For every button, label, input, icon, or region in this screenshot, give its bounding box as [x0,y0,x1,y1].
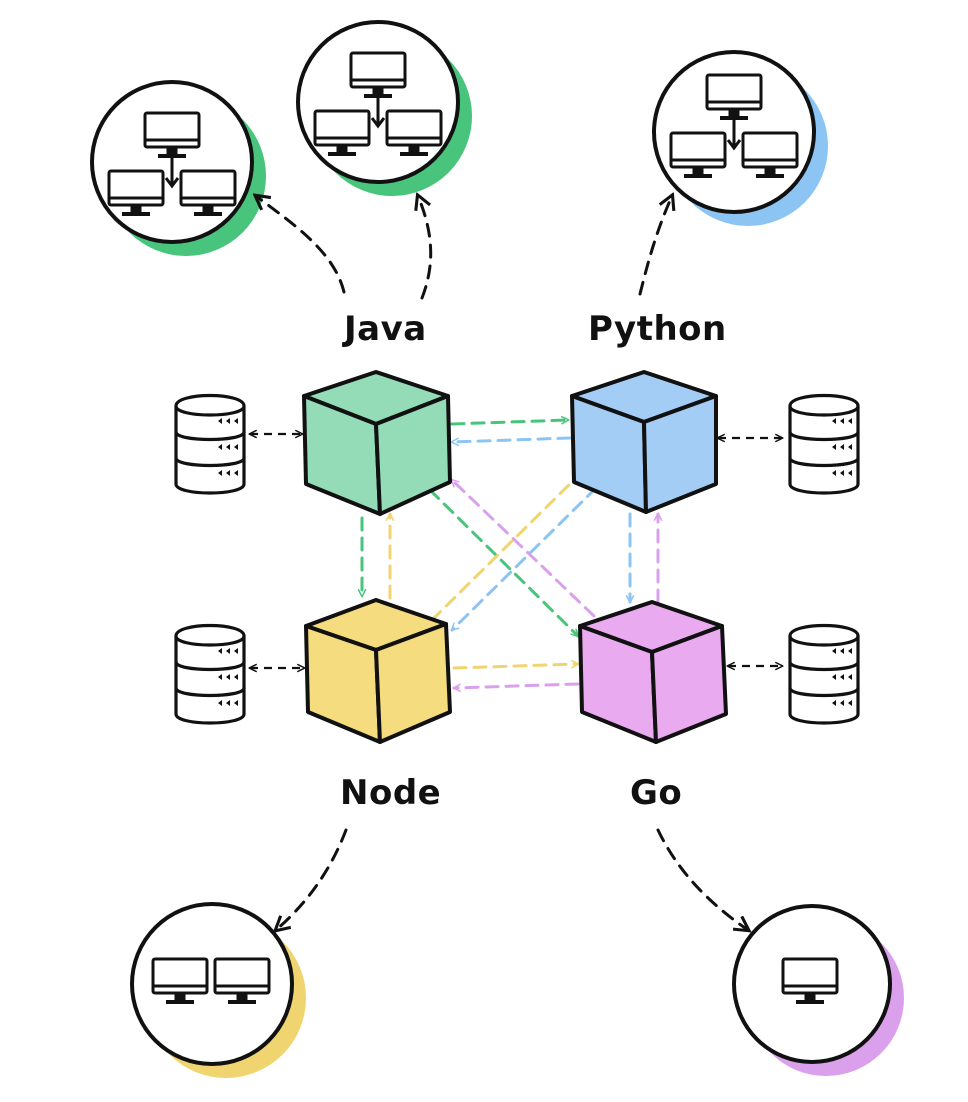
python-label: Python [588,309,727,349]
go-database-icon [788,623,860,725]
node-service [304,598,452,744]
java-to-python-arrow [450,420,568,426]
java-database-icon [174,393,246,495]
python-database-icon [788,393,860,495]
go-label: Go [630,773,683,813]
java-to-go-arrow [428,488,578,636]
node-to-clients-arrow [276,828,348,930]
go-to-client-arrow [656,828,748,930]
java-cluster-1 [90,80,266,256]
node-to-go-arrow [452,664,578,670]
python-cluster [652,50,828,226]
java-label: Java [344,309,427,349]
java-cluster-2 [296,20,472,196]
cube-icon [304,598,452,744]
go-to-java-arrow [452,480,596,618]
java-service [302,370,452,516]
go-service [578,600,728,744]
cube-icon [570,370,718,514]
client-links [256,196,748,930]
go-client-group [732,904,904,1076]
go-to-node-arrow [454,682,580,688]
java-to-cluster-2-arrow [418,196,433,300]
python-to-node-arrow [452,486,598,630]
python-to-cluster-arrow [638,196,672,296]
node-to-python-arrow [430,474,580,622]
node-database-icon [174,623,246,725]
python-to-java-arrow [452,436,572,442]
database-links [250,434,782,668]
cluster-ring [130,902,294,1066]
java-to-cluster-1-arrow [256,196,346,294]
python-service [570,370,718,514]
node-label: Node [340,773,442,813]
service-links [362,420,658,688]
cube-icon [578,600,728,744]
cube-icon [302,370,452,516]
node-client-group [130,902,306,1078]
